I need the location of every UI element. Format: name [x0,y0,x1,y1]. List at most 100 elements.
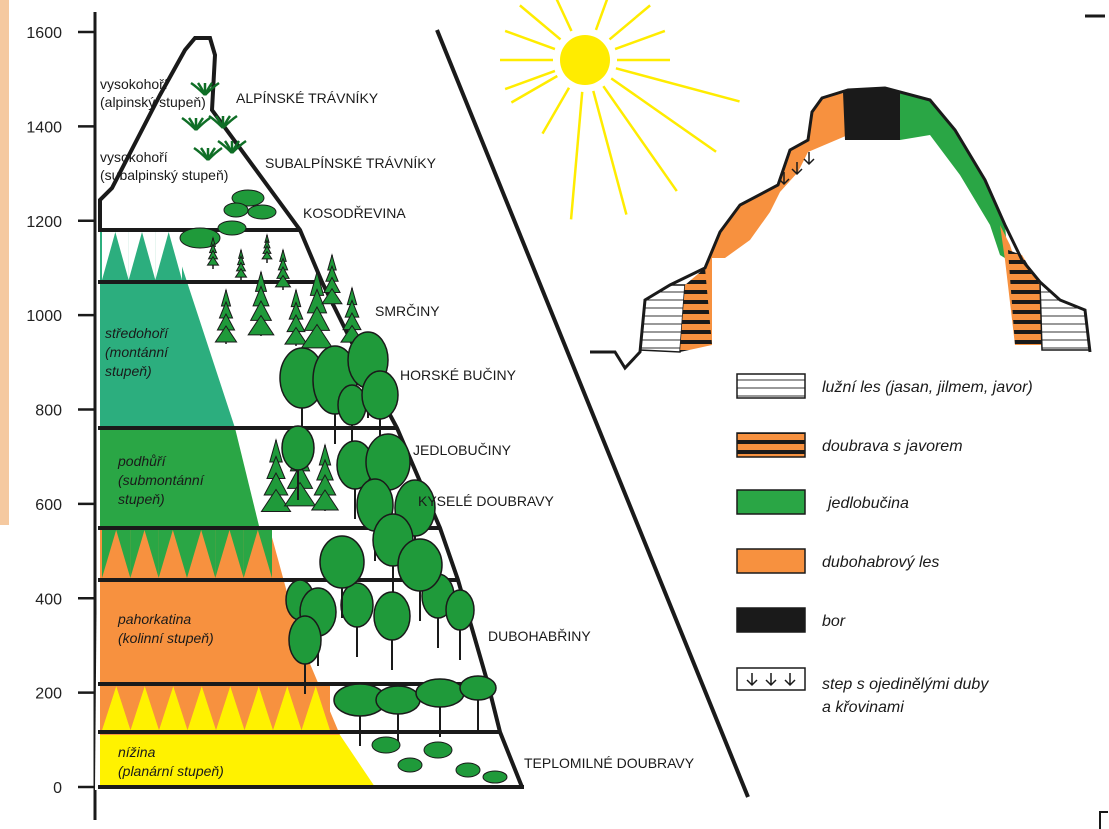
hill-pine-top [843,88,900,140]
legend-label-steppe-2: a křovinami [822,699,904,716]
hill-oakhornbeam-left [705,92,848,268]
grass-tuft-icon [208,114,238,129]
legend-label-fir-beech: jedlobučina [826,495,909,512]
legend-label-pine: bor [822,613,846,630]
y-tick-label-5: 600 [35,497,62,514]
hill-floodplain-right [1039,280,1091,351]
y-tick-label-0: 1600 [26,25,62,42]
legend: lužní les (jasan, jilmem, javor) doubrav… [736,373,1033,716]
legend-swatch-oak-maple [736,432,806,458]
dwarf-pine-icon [217,220,247,236]
shrub-icon [455,762,481,778]
stage-subalpine-1: vysokohoří [100,149,168,165]
y-tick-label-7: 200 [35,686,62,703]
legend-swatch-oak-hornbeam [736,548,806,574]
hill-outline [590,86,1092,371]
hill-cross-section [590,86,1092,371]
shrub-icon [482,770,508,784]
stage-submontane-3: stupeň) [118,491,165,507]
belt-labels: ALPÍNSKÉ TRÁVNÍKY SUBALPÍNSKÉ TRÁVNÍKY K… [236,90,695,771]
y-tick-label-1: 1400 [26,119,62,136]
belt-oak-hornbeam: DUBOHABŘINY [488,628,591,644]
hill-oakmaple-right [1008,250,1042,345]
y-tick-label-4: 800 [35,403,62,420]
divider-line [435,29,750,798]
deciduous-tree-icon [319,535,365,618]
stage-planar-2: (planární stupeň) [118,763,224,779]
sun-icon [500,0,740,220]
conifer-icon [274,248,292,290]
corner-mark-bottom [1099,811,1108,829]
stage-montane-1: středohoří [105,325,170,341]
dwarf-pine-icon [231,189,265,207]
left-margin-strip [0,0,9,525]
legend-label-oak-hornbeam: dubohabrový les [822,554,939,571]
belt-mountain-beech: HORSKÉ BUČINY [400,367,517,383]
deciduous-tree-icon [459,675,497,730]
grass-tuft-icon [217,139,247,154]
stage-colline-2: (kolinní stupeň) [118,630,214,646]
belt-thermophilous-oak: TEPLOMILNÉ DOUBRAVY [524,755,695,771]
forest-illustration [179,81,508,784]
hill-steppe-arrows [778,152,815,186]
conifer-icon [310,443,340,511]
conifer-icon [234,248,248,281]
zone-planar [100,735,375,787]
conifer-icon [321,253,343,306]
legend-steppe-arrows-icon [746,673,796,687]
left-mountain-profile [95,36,524,790]
grass-tuft-icon [190,81,220,96]
stage-colline-1: pahorkatina [117,611,191,627]
hill-oakmaple-left [680,258,712,352]
conifer-icon [284,288,308,346]
belt-dwarf-pine: KOSODŘEVINA [303,205,406,221]
conifer-icon [206,236,220,269]
conifer-icon [340,286,364,344]
conifer-icon [300,270,334,349]
deciduous-tree-icon [373,591,411,670]
deciduous-tree-icon [281,425,315,500]
dwarf-pine-icon [223,202,249,218]
legend-label-steppe: step s ojedinělými duby [822,676,989,693]
dwarf-pine-icon [247,204,277,220]
stage-alpine-2: (alpinský stupeň) [100,94,206,110]
grass-tuft-icon [181,116,211,131]
deciduous-tree-icon [445,589,475,660]
belt-acid-oak: KYSELÉ DOUBRAVY [418,493,555,509]
stage-montane-3: stupeň) [105,363,152,379]
stage-labels: vysokohoří (alpinský stupeň) vysokohoří … [100,76,228,779]
conifer-icon [247,270,275,336]
legend-swatch-floodplain [736,373,806,399]
stage-planar-1: nížina [118,744,156,760]
y-tick-label-3: 1000 [26,308,62,325]
belt-subalpine-meadows: SUBALPÍNSKÉ TRÁVNÍKY [265,155,437,171]
shrub-icon [397,757,423,773]
stage-submontane-2: (submontánní [118,472,206,488]
hill-floodplain-left [639,284,686,353]
stage-montane-2: (montánní [105,344,170,360]
legend-swatch-fir-beech [736,489,806,515]
deciduous-tree-icon [361,370,399,449]
shrub-icon [423,741,453,759]
deciduous-tree-icon [333,683,387,746]
belt-alpine-meadows: ALPÍNSKÉ TRÁVNÍKY [236,90,379,106]
stage-submontane-1: podhůří [117,453,168,469]
belt-fir-beech: JEDLOBUČINY [413,442,512,458]
deciduous-tree-icon [397,538,443,621]
stage-alpine-1: vysokohoří [100,76,168,92]
legend-label-oak-maple: doubrava s javorem [822,438,963,455]
dwarf-pine-icon [179,227,221,249]
hill-firbeech-right [900,92,1008,260]
conifer-icon [214,288,238,344]
belt-spruce: SMRČINY [375,303,440,319]
deciduous-tree-icon [288,615,322,694]
y-tick-label-8: 0 [53,780,62,797]
conifer-icon [260,438,292,512]
shrub-icon [371,736,401,754]
grass-tuft-icon [193,146,223,161]
legend-label-floodplain: lužní les (jasan, jilmem, javor) [822,379,1033,396]
zone-transition-triangles [102,232,330,730]
